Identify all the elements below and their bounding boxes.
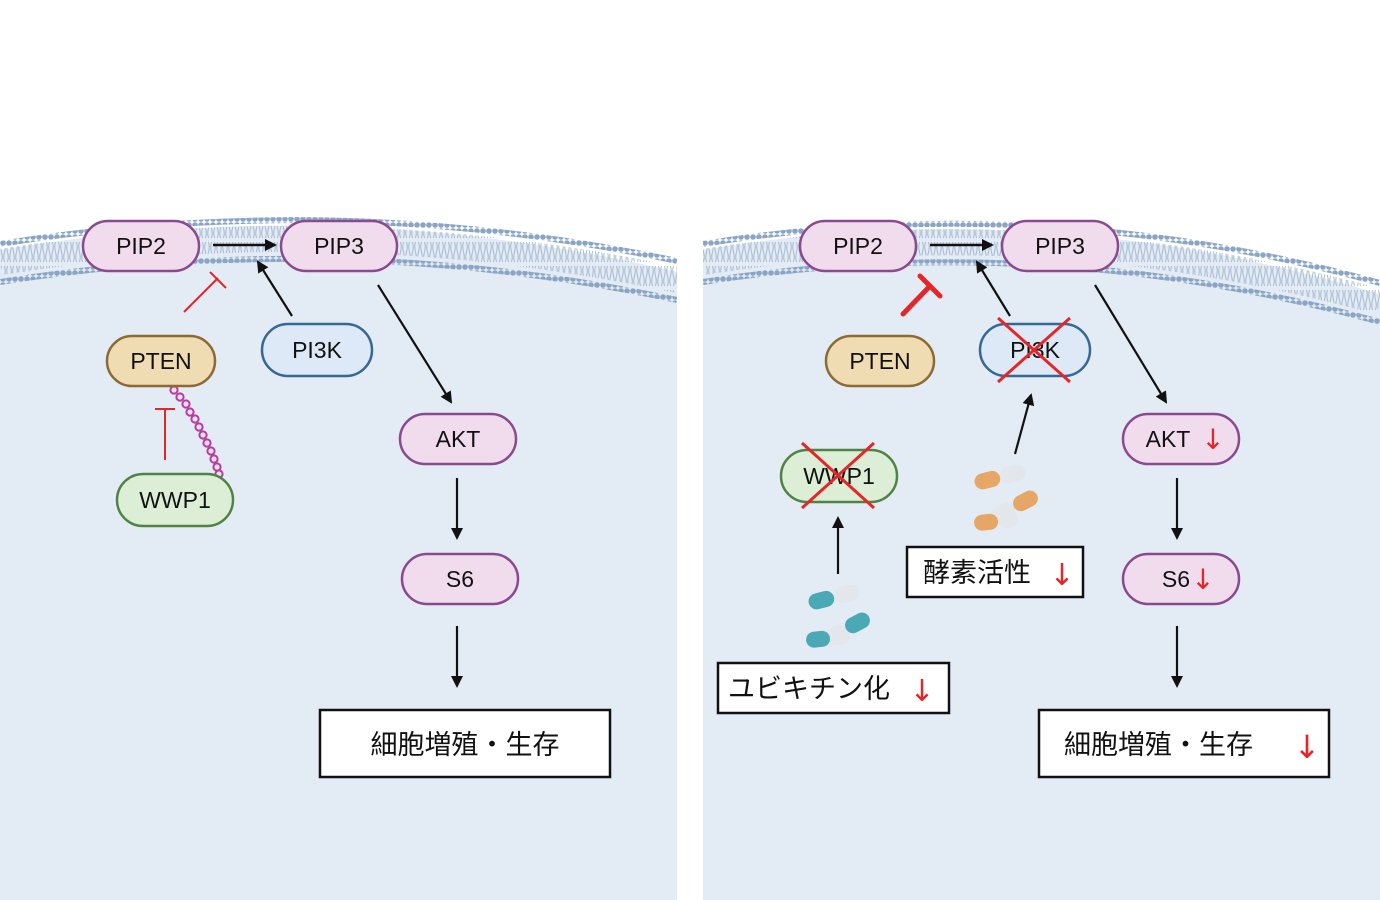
node-pip2: PIP2 — [798, 219, 918, 273]
node-pip3-label: PIP3 — [1035, 233, 1085, 259]
pill-capsule-icon — [974, 464, 1026, 490]
node-wwp1: WWP1 — [779, 441, 899, 510]
pill-capsule-icon — [974, 511, 1018, 531]
down-arrow-icon: ↓ — [1049, 558, 1074, 593]
node-pten-label: PTEN — [130, 348, 191, 374]
arrow-pi3k-to-conversion — [975, 260, 1011, 317]
node-s6: S6 ↓ — [1121, 552, 1241, 606]
outcome-label: 細胞増殖・生存 — [371, 730, 560, 761]
right-panel: PIP2 PIP3 PTEN PI3K WWP1 — [703, 219, 1380, 900]
pten-inhibits-pip3 — [183, 271, 227, 313]
cross-out-icon — [800, 441, 876, 510]
node-akt-label: AKT — [436, 426, 481, 452]
down-arrow-icon: ↓ — [1294, 728, 1321, 766]
node-pi3k: PI3K — [260, 322, 374, 378]
node-pi3k: PI3K — [978, 316, 1092, 384]
node-pip3: PIP3 — [279, 219, 399, 273]
enzyme-activity-label: 酵素活性 — [923, 558, 1031, 589]
node-pip3-label: PIP3 — [314, 233, 364, 259]
outcome-label: 細胞増殖・生存 — [1064, 730, 1253, 761]
outcome-box: 細胞増殖・生存 ↓ — [1037, 708, 1331, 779]
arrow-pip3-to-akt — [1094, 284, 1168, 404]
ubiquitination-box: ユビキチン化 ↓ — [716, 661, 951, 715]
node-s6-label: S6 — [1162, 566, 1190, 592]
wwp1-inhibits-pten — [155, 408, 175, 460]
arrow-pi3k-to-conversion — [256, 260, 293, 317]
node-akt: AKT ↓ — [1121, 412, 1241, 466]
pten-inhibits-pip3 — [900, 273, 943, 317]
node-pip2-label: PIP2 — [116, 233, 166, 259]
down-arrow-icon: ↓ — [1191, 563, 1214, 596]
node-pip3: PIP3 — [1000, 219, 1120, 273]
node-wwp1-label: WWP1 — [139, 487, 211, 513]
down-arrow-icon: ↓ — [909, 674, 934, 709]
arrow-pip3-to-akt — [377, 284, 453, 404]
node-s6: S6 — [400, 552, 520, 606]
node-pten: PTEN — [824, 334, 936, 388]
node-s6-label: S6 — [446, 566, 474, 592]
node-wwp1: WWP1 — [115, 472, 235, 528]
node-pi3k-label: PI3K — [292, 337, 343, 363]
left-panel: PIP2 PIP3 PTEN PI3K WWP1 AKT S6 細胞増殖・生存 — [0, 217, 677, 900]
node-pip2-label: PIP2 — [833, 233, 883, 259]
outcome-box: 細胞増殖・生存 — [318, 708, 612, 779]
node-akt: AKT — [398, 412, 518, 466]
node-pip2: PIP2 — [81, 219, 201, 273]
node-pten-label: PTEN — [849, 348, 910, 374]
arrow-drug-to-pi3k — [1013, 393, 1035, 455]
cross-out-icon — [997, 316, 1071, 384]
pill-capsule-icon — [806, 628, 850, 648]
ubiquitin-chain — [169, 385, 224, 479]
node-akt-label: AKT — [1146, 426, 1191, 452]
down-arrow-icon: ↓ — [1201, 423, 1224, 456]
ubiquitination-label: ユビキチン化 — [728, 674, 890, 705]
node-pten: PTEN — [105, 334, 217, 388]
pill-capsule-icon — [808, 584, 860, 610]
enzyme-activity-box: 酵素活性 ↓ — [905, 545, 1085, 599]
